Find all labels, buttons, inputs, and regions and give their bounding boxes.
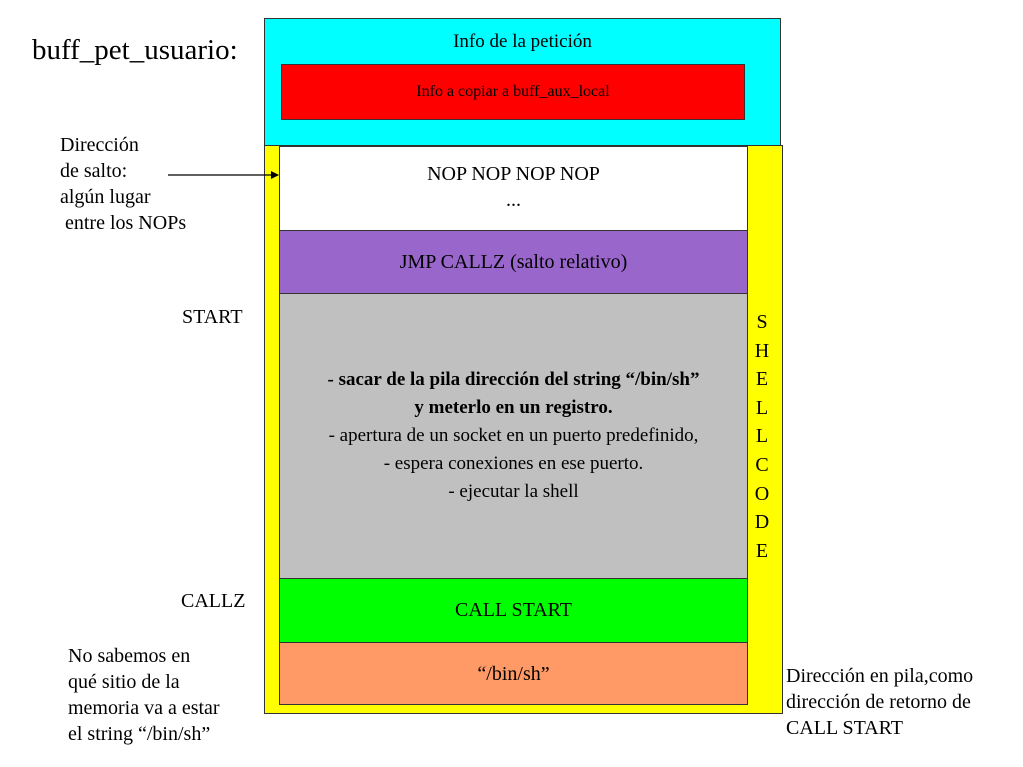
jump-arrow-icon	[168, 171, 279, 179]
shellcode-letter: L	[755, 425, 769, 448]
jump-address-line: de salto:	[60, 160, 128, 182]
note-line: Dirección en pila,como	[786, 665, 974, 687]
note-line: el string “/bin/sh”	[68, 723, 211, 745]
shellcode-letter: E	[755, 368, 769, 391]
return-address-note: Dirección en pila,como dirección de reto…	[786, 663, 973, 741]
jmp-callz-label: JMP CALLZ (salto relativo)	[399, 250, 628, 273]
shellcode-letter: C	[755, 453, 769, 476]
shellcode-letter: O	[754, 482, 770, 505]
code-step: - ejecutar la shell	[448, 481, 579, 502]
nop-line: NOP NOP NOP NOP	[427, 163, 600, 185]
binsh-location-note: No sabemos en qué sitio de la memoria va…	[68, 643, 220, 747]
jmp-callz-box: JMP CALLZ (salto relativo)	[279, 230, 748, 294]
shellcode-letter: L	[755, 396, 769, 419]
note-line: CALL START	[786, 717, 904, 739]
shellcode-letter: S	[756, 311, 768, 333]
note-line: No sabemos en	[68, 645, 191, 667]
jump-address-line: entre los NOPs	[60, 212, 187, 234]
binsh-string-box: “/bin/sh”	[279, 642, 748, 705]
note-line: qué sitio de la	[68, 671, 180, 693]
call-start-label: CALL START	[454, 599, 572, 621]
jump-address-label: Dirección de salto: algún lugar entre lo…	[60, 132, 186, 236]
callz-label: CALLZ	[181, 590, 246, 612]
page-title: buff_pet_usuario:	[32, 34, 238, 66]
copy-info-label: Info a copiar a buff_aux_local	[416, 83, 610, 100]
copy-info-box: Info a copiar a buff_aux_local	[281, 64, 745, 120]
shellcode-letter: H	[754, 339, 770, 362]
shellcode-letter: D	[754, 511, 770, 534]
binsh-string-label: “/bin/sh”	[477, 663, 550, 685]
code-step: - espera conexiones en ese puerto.	[383, 453, 644, 474]
jump-address-line: Dirección	[60, 134, 139, 156]
note-line: dirección de retorno de	[786, 691, 971, 713]
jump-address-line: algún lugar	[60, 186, 151, 208]
start-label: START	[182, 306, 243, 328]
code-step-bold: - sacar de la pila dirección del string …	[327, 369, 700, 390]
shellcode-letter: E	[755, 539, 769, 562]
code-step-bold: y meterlo en un registro.	[414, 397, 613, 418]
shellcode-body-box: - sacar de la pila dirección del string …	[279, 293, 748, 579]
code-step: - apertura de un socket en un puerto pre…	[328, 425, 699, 446]
nop-sled-box: NOP NOP NOP NOP ...	[279, 146, 748, 231]
nop-ellipsis: ...	[506, 189, 521, 211]
note-line: memoria va a estar	[68, 697, 220, 719]
request-info-label: Info de la petición	[453, 31, 592, 52]
shellcode-vertical-label: S H E L L C O D E	[752, 308, 772, 565]
call-start-box: CALL START	[279, 578, 748, 643]
